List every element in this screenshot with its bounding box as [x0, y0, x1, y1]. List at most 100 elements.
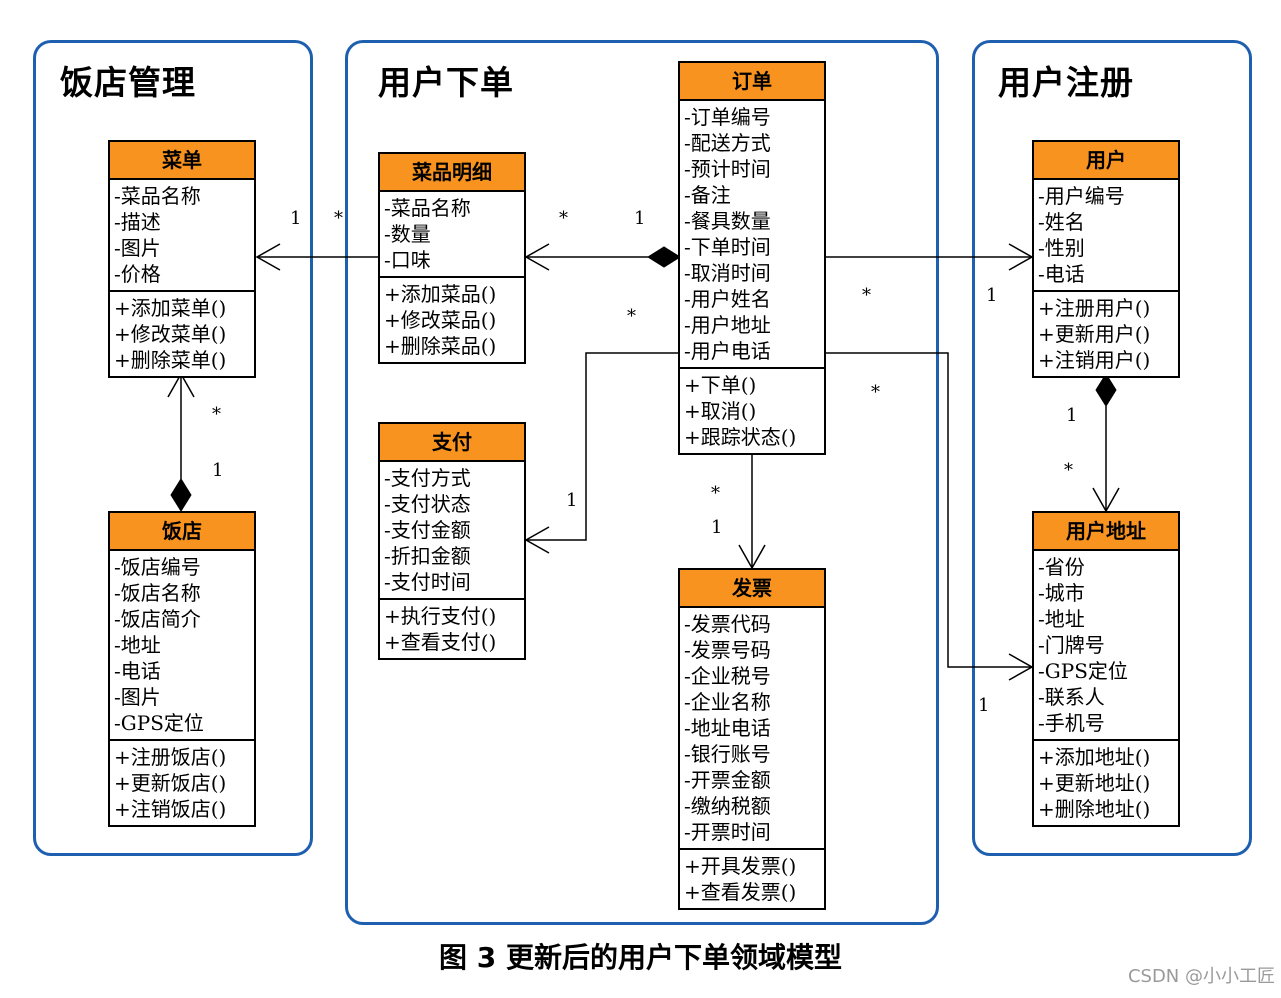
- class-operations: +添加地址()+更新地址()+删除地址(): [1034, 741, 1178, 825]
- watermark: CSDN @小小工匠: [1127, 966, 1275, 987]
- class-attributes: -支付方式-支付状态-支付金额-折扣金额-支付时间: [380, 462, 524, 600]
- operation: +查看支付(): [384, 630, 497, 654]
- attribute: -GPS定位: [1038, 659, 1128, 683]
- attribute: -配送方式: [684, 131, 771, 155]
- class-menu: 菜单 -菜品名称-描述-图片-价格 +添加菜单()+修改菜单()+删除菜单(): [108, 140, 256, 378]
- class-invoice: 发票-发票代码-发票号码-企业税号-企业名称-地址电话-银行账号-开票金额-缴纳…: [678, 568, 826, 910]
- attribute: -联系人: [1038, 685, 1105, 709]
- region-restaurant-management: [33, 40, 313, 856]
- attribute: -图片: [114, 685, 161, 709]
- mult-restaurant-menu-many: *: [212, 404, 221, 425]
- class-attributes: -饭店编号-饭店名称-饭店简介-地址-电话-图片-GPS定位: [110, 551, 254, 741]
- class-operations: +注册饭店()+更新饭店()+注销饭店(): [110, 741, 254, 825]
- operation: +取消(): [684, 399, 757, 423]
- attribute: -地址电话: [684, 716, 771, 740]
- class-user-address: 用户地址-省份-城市-地址-门牌号-GPS定位-联系人-手机号+添加地址()+更…: [1032, 511, 1180, 827]
- operation: +删除菜单(): [114, 348, 227, 372]
- class-name: 菜单: [110, 142, 254, 180]
- attribute: -用户地址: [684, 313, 771, 337]
- attribute: -银行账号: [684, 742, 771, 766]
- attribute: -发票代码: [684, 612, 771, 636]
- attribute: -饭店简介: [114, 607, 201, 631]
- operation: +注册用户(): [1038, 296, 1151, 320]
- class-operations: +开具发票()+查看发票(): [680, 850, 824, 908]
- operation: +注销用户(): [1038, 348, 1151, 372]
- class-operations: +执行支付()+查看支付(): [380, 600, 524, 658]
- attribute: -电话: [1038, 262, 1085, 286]
- class-operations: +下单()+取消()+跟踪状态(): [680, 369, 824, 453]
- attribute: -地址: [1038, 607, 1085, 631]
- mult-order-user-many: *: [862, 285, 871, 306]
- attribute: -订单编号: [684, 105, 771, 129]
- attribute: -菜品名称: [114, 184, 201, 208]
- attribute: -GPS定位: [114, 711, 204, 735]
- mult-order-address-many: *: [871, 382, 880, 403]
- operation: +更新饭店(): [114, 771, 227, 795]
- class-name: 支付: [380, 424, 524, 462]
- class-attributes: -省份-城市-地址-门牌号-GPS定位-联系人-手机号: [1034, 551, 1178, 741]
- attribute: -饭店名称: [114, 581, 201, 605]
- attribute: -饭店编号: [114, 555, 201, 579]
- class-dish-detail: 菜品明细-菜品名称-数量-口味+添加菜品()+修改菜品()+删除菜品(): [378, 152, 526, 364]
- operation: +删除地址(): [1038, 797, 1151, 821]
- attribute: -下单时间: [684, 235, 771, 259]
- attribute: -口味: [384, 248, 431, 272]
- class-user: 用户-用户编号-姓名-性别-电话+注册用户()+更新用户()+注销用户(): [1032, 140, 1180, 378]
- attribute: -开票金额: [684, 768, 771, 792]
- attribute: -菜品名称: [384, 196, 471, 220]
- attribute: -支付金额: [384, 518, 471, 542]
- operation: +下单(): [684, 373, 757, 397]
- attribute: -用户编号: [1038, 184, 1125, 208]
- attribute: -发票号码: [684, 638, 771, 662]
- mult-dish-menu-one: 1: [290, 208, 302, 229]
- operation: +修改菜品(): [384, 308, 497, 332]
- operation: +更新地址(): [1038, 771, 1151, 795]
- class-attributes: -用户编号-姓名-性别-电话: [1034, 180, 1178, 292]
- class-operations: +添加菜单()+修改菜单()+删除菜单(): [110, 292, 254, 376]
- attribute: -城市: [1038, 581, 1085, 605]
- attribute: -备注: [684, 183, 731, 207]
- operation: +添加地址(): [1038, 745, 1151, 769]
- mult-order-payment-many: *: [627, 306, 636, 327]
- attribute: -企业名称: [684, 690, 771, 714]
- attribute: -用户电话: [684, 339, 771, 363]
- operation: +添加菜品(): [384, 282, 497, 306]
- operation: +删除菜品(): [384, 334, 497, 358]
- region-title-user-order: 用户下单: [378, 63, 514, 102]
- attribute: -价格: [114, 262, 161, 286]
- attribute: -描述: [114, 210, 161, 234]
- operation: +注册饭店(): [114, 745, 227, 769]
- class-name: 用户: [1034, 142, 1178, 180]
- region-title-user-registration: 用户注册: [998, 63, 1134, 102]
- class-operations: +注册用户()+更新用户()+注销用户(): [1034, 292, 1178, 376]
- attribute: -省份: [1038, 555, 1085, 579]
- class-attributes: -订单编号-配送方式-预计时间-备注-餐具数量-下单时间-取消时间-用户姓名-用…: [680, 101, 824, 369]
- mult-dish-menu-many: *: [334, 208, 343, 229]
- mult-order-invoice-many: *: [711, 483, 720, 504]
- class-name: 订单: [680, 63, 824, 101]
- attribute: -支付方式: [384, 466, 471, 490]
- mult-order-payment-one: 1: [566, 490, 578, 511]
- attribute: -折扣金额: [384, 544, 471, 568]
- attribute: -电话: [114, 659, 161, 683]
- attribute: -开票时间: [684, 820, 771, 844]
- attribute: -图片: [114, 236, 161, 260]
- attribute: -数量: [384, 222, 431, 246]
- attribute: -支付时间: [384, 570, 471, 594]
- mult-order-address-one: 1: [978, 695, 990, 716]
- mult-restaurant-menu-one: 1: [212, 460, 224, 481]
- mult-order-dish-one: 1: [634, 208, 646, 229]
- operation: +开具发票(): [684, 854, 797, 878]
- attribute: -手机号: [1038, 711, 1105, 735]
- attribute: -预计时间: [684, 157, 771, 181]
- mult-order-user-one: 1: [986, 285, 998, 306]
- region-title-restaurant-management: 饭店管理: [60, 63, 196, 102]
- attribute: -企业税号: [684, 664, 771, 688]
- class-attributes: -发票代码-发票号码-企业税号-企业名称-地址电话-银行账号-开票金额-缴纳税额…: [680, 608, 824, 850]
- class-restaurant: 饭店-饭店编号-饭店名称-饭店简介-地址-电话-图片-GPS定位+注册饭店()+…: [108, 511, 256, 827]
- class-name: 饭店: [110, 513, 254, 551]
- operation: +查看发票(): [684, 880, 797, 904]
- figure-caption: 图 3 更新后的用户下单领域模型: [439, 941, 842, 974]
- mult-order-invoice-one: 1: [711, 517, 723, 538]
